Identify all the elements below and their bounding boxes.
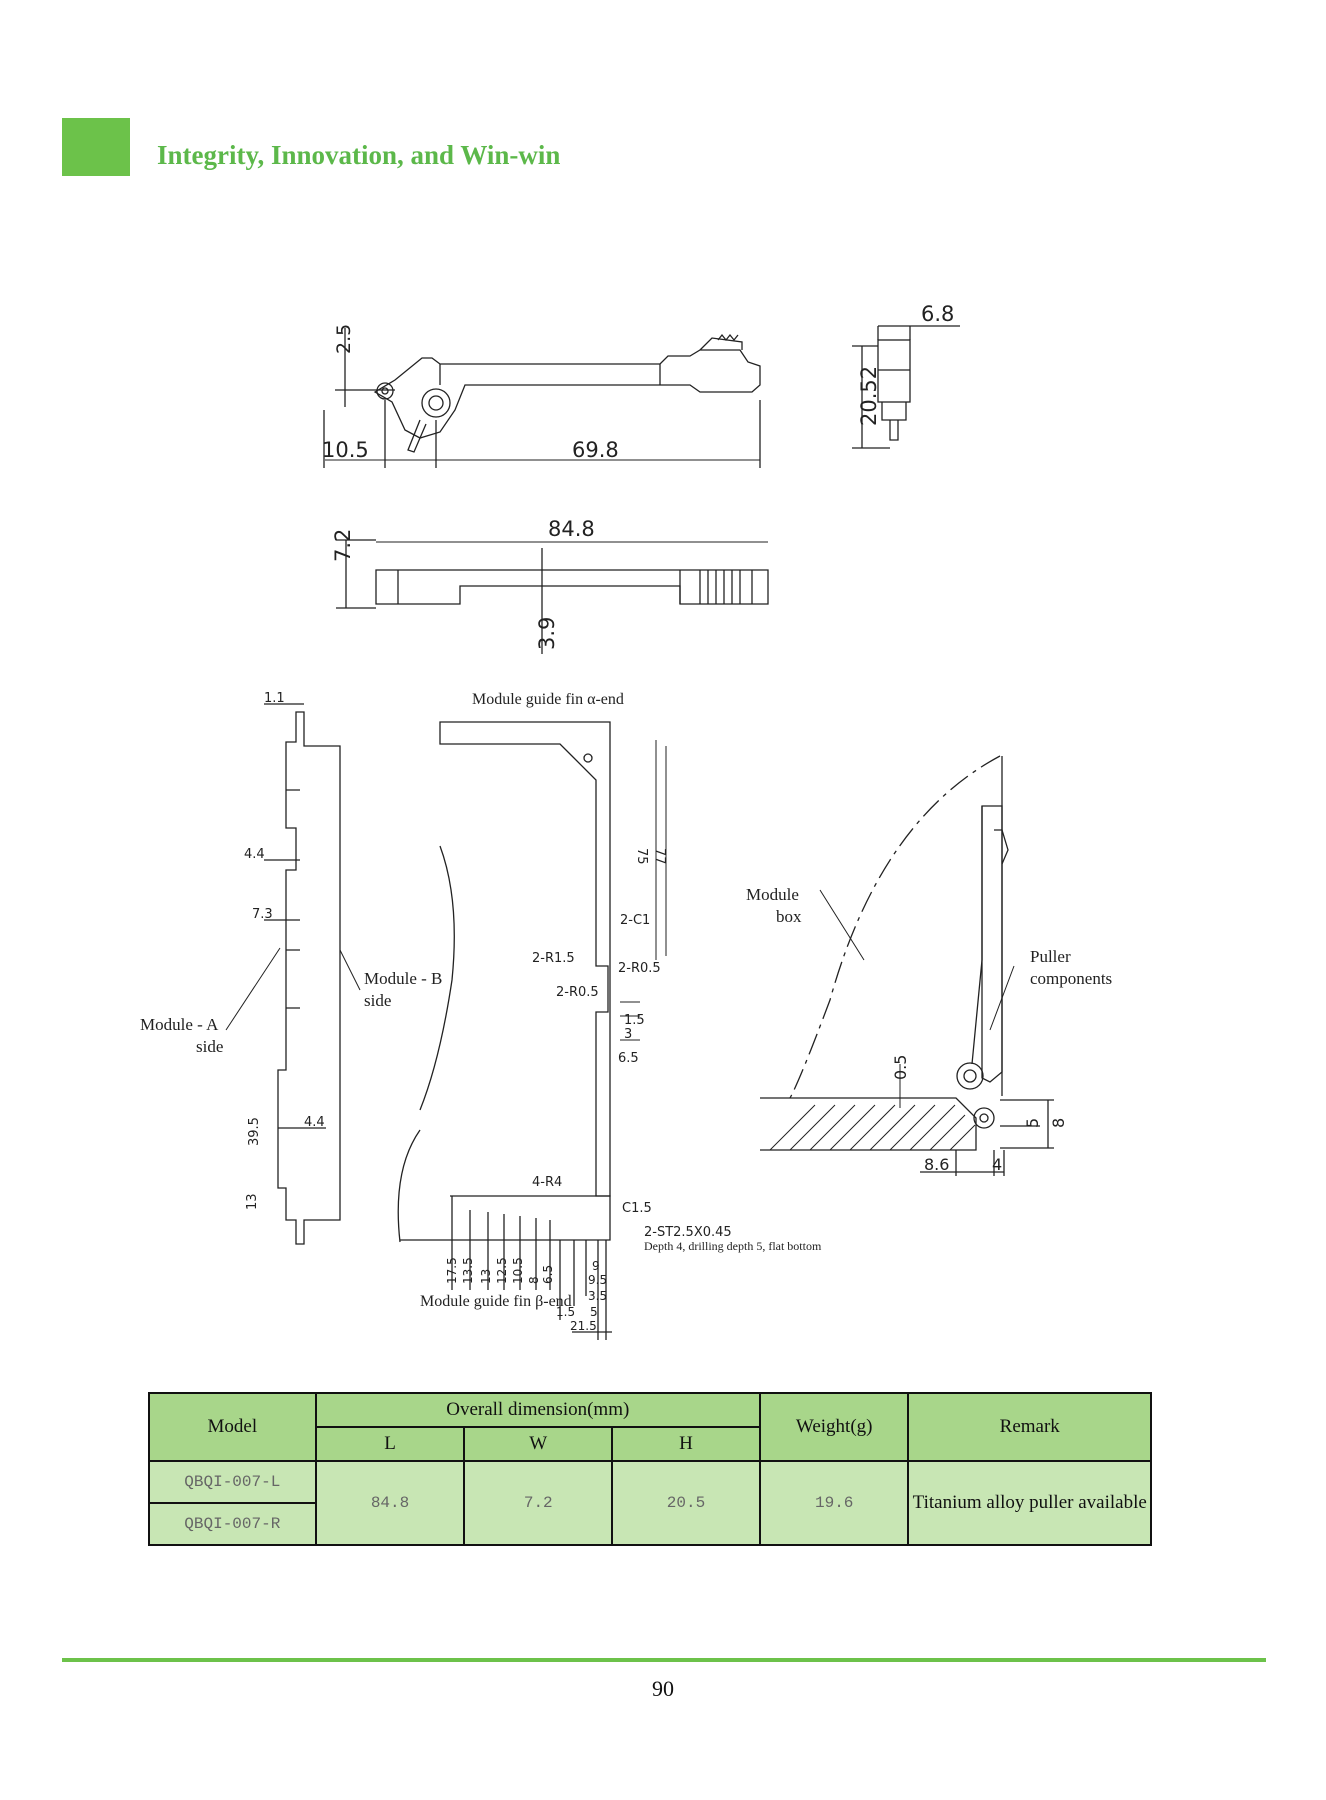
header-overall-dimension: Overall dimension(mm) bbox=[314, 1392, 761, 1428]
specification-table: Model Overall dimension(mm) Weight(g) Re… bbox=[148, 1392, 1152, 1546]
header-l: L bbox=[314, 1426, 466, 1462]
label-module-b: Module - B bbox=[364, 969, 442, 988]
cell-width: 7.2 bbox=[463, 1460, 614, 1546]
footer-divider bbox=[62, 1658, 1266, 1662]
label-module-box: Module bbox=[746, 885, 799, 904]
dim-75: 75 bbox=[634, 848, 649, 865]
dim-v8: 8 bbox=[527, 1276, 541, 1284]
dim-1_5b: 1.5 bbox=[556, 1305, 575, 1319]
label-beta-end: Module guide fin β-end bbox=[420, 1293, 572, 1310]
center-guide-view bbox=[397, 721, 667, 1340]
label-module-b-side: side bbox=[364, 991, 391, 1010]
dim-8_6: 8.6 bbox=[924, 1155, 949, 1174]
cell-model-r: QBQI-007-R bbox=[148, 1502, 317, 1546]
dim-77: 77 bbox=[652, 848, 667, 865]
header-weight: Weight(g) bbox=[758, 1392, 910, 1462]
dim-20_52: 20.52 bbox=[857, 366, 881, 426]
dim-3_5: 3.5 bbox=[588, 1289, 607, 1303]
dim-v6_5: 6.5 bbox=[541, 1265, 555, 1284]
dim-9: 9 bbox=[592, 1259, 600, 1273]
dim-v10_5: 10.5 bbox=[511, 1257, 525, 1284]
page-number: 90 bbox=[652, 1676, 674, 1701]
dim-8-right: 8 bbox=[1049, 1118, 1068, 1128]
label-puller: Puller bbox=[1030, 947, 1071, 966]
logo-square bbox=[62, 118, 130, 176]
label-module-a: Module - A bbox=[140, 1015, 219, 1034]
header-h: H bbox=[611, 1426, 761, 1462]
dim-4_4a: 4.4 bbox=[244, 847, 265, 862]
label-alpha-end: Module guide fin α-end bbox=[472, 691, 624, 708]
dim-5-right: 5 bbox=[1023, 1118, 1042, 1128]
dim-4-right: 4 bbox=[992, 1155, 1002, 1174]
note-depth: Depth 4, drilling depth 5, flat bottom bbox=[644, 1239, 822, 1253]
right-assembly-view bbox=[760, 755, 1054, 1176]
end-view bbox=[852, 325, 960, 449]
header-w: W bbox=[463, 1426, 614, 1462]
label-module-box-2: box bbox=[776, 907, 802, 926]
dim-4-r4: 4-R4 bbox=[532, 1175, 562, 1190]
dim-2-r0_5a: 2-R0.5 bbox=[618, 961, 661, 976]
left-side-view bbox=[264, 703, 341, 1245]
dim-7_2: 7.2 bbox=[331, 529, 355, 562]
cell-model-l: QBQI-007-L bbox=[148, 1460, 317, 1504]
dim-v17_5: 17.5 bbox=[445, 1257, 459, 1284]
dim-2-r1_5: 2-R1.5 bbox=[532, 951, 575, 966]
dim-39_5: 39.5 bbox=[247, 1117, 262, 1146]
dim-21_5: 21.5 bbox=[570, 1319, 597, 1333]
header-model: Model bbox=[148, 1392, 317, 1462]
dim-v13_5: 13.5 bbox=[461, 1257, 475, 1284]
dim-7_3: 7.3 bbox=[252, 907, 273, 922]
dim-13: 13 bbox=[245, 1193, 260, 1210]
dim-9_5: 9.5 bbox=[588, 1273, 607, 1287]
brand-tagline: Integrity, Innovation, and Win-win bbox=[157, 140, 561, 170]
middle-plan-view bbox=[336, 539, 769, 654]
dim-10_5: 10.5 bbox=[322, 438, 369, 462]
dim-st: 2-ST2.5X0.45 bbox=[644, 1225, 732, 1240]
dim-4_4b: 4.4 bbox=[304, 1115, 325, 1130]
dim-1_5a: 1.5 bbox=[624, 1013, 645, 1028]
dim-c1_5: C1.5 bbox=[622, 1201, 652, 1216]
dim-v12_5: 12.5 bbox=[495, 1257, 509, 1284]
dim-3_9: 3.9 bbox=[535, 617, 559, 650]
cell-height: 20.5 bbox=[611, 1460, 761, 1546]
dim-0_5: 0.5 bbox=[891, 1055, 910, 1080]
cell-remark: Titanium alloy puller available bbox=[907, 1460, 1152, 1546]
dim-6_5a: 6.5 bbox=[618, 1051, 639, 1066]
technical-drawing: 2.5 10.5 69.8 6.8 20.52 7.2 84.8 3.9 1.1… bbox=[140, 302, 1112, 1340]
dim-5: 5 bbox=[590, 1305, 598, 1319]
dim-v13: 13 bbox=[479, 1269, 493, 1284]
label-puller-components: components bbox=[1030, 969, 1112, 988]
dim-3: 3 bbox=[624, 1027, 632, 1042]
dim-2_5: 2.5 bbox=[333, 324, 355, 354]
dim-1_1: 1.1 bbox=[264, 691, 285, 706]
header-remark: Remark bbox=[907, 1392, 1152, 1462]
dim-6_8: 6.8 bbox=[921, 302, 954, 326]
top-profile-view bbox=[323, 328, 761, 468]
label-module-a-side: side bbox=[196, 1037, 223, 1056]
dim-84_8: 84.8 bbox=[548, 517, 595, 541]
cell-length: 84.8 bbox=[314, 1460, 466, 1546]
dim-69_8: 69.8 bbox=[572, 438, 619, 462]
dim-2-c1: 2-C1 bbox=[620, 913, 650, 928]
dim-2-r0_5b: 2-R0.5 bbox=[556, 985, 599, 1000]
cell-weight: 19.6 bbox=[758, 1460, 910, 1546]
